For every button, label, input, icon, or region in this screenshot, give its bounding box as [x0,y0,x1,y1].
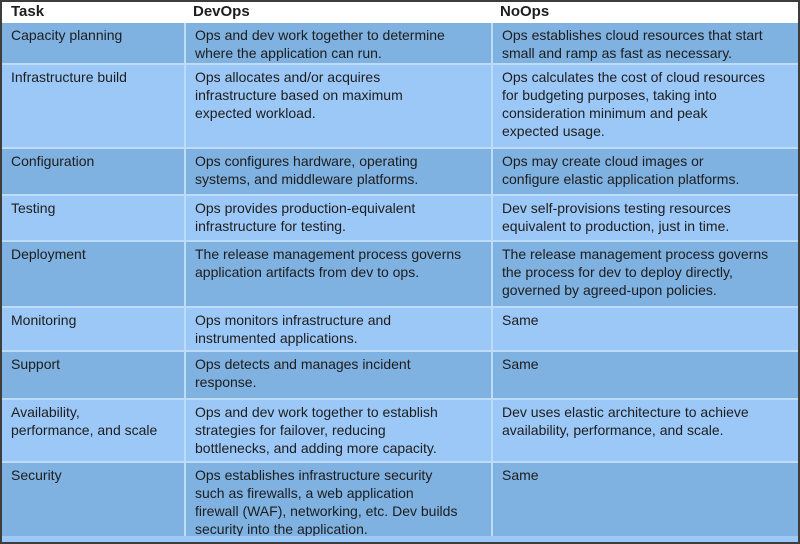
task-cell: Monitoring [11,312,77,328]
noops-cell: Dev uses elastic architecture to achieve… [491,400,798,461]
table-row: Security Ops establishes infrastructure … [2,461,798,536]
table-row: Availability, performance, and scale Ops… [2,398,798,461]
task-cell: Security [11,467,62,483]
devops-cell: Ops and dev work together to establish s… [184,400,491,461]
noops-cell: Dev self-provisions testing resources eq… [491,196,798,240]
devops-cell: Ops configures hardware, operating syste… [184,149,491,194]
table-row: Infrastructure build Ops allocates and/o… [2,63,798,147]
table-row: Monitoring Ops monitors infrastructure a… [2,306,798,350]
table-row: Deployment The release management proces… [2,240,798,306]
devops-cell: Ops monitors infrastructure and instrume… [184,308,491,350]
task-cell: Support [11,356,61,372]
noops-cell: The release management process governs t… [491,242,798,306]
column-header-task: Task [11,3,45,20]
task-cell: Configuration [11,153,95,169]
column-header-noops: NoOps [500,3,550,20]
task-cell: Infrastructure build [11,69,127,85]
table-header-row: Task DevOps NoOps [2,2,798,23]
table-body: Capacity planning Ops and dev work toget… [2,23,798,536]
noops-cell: Ops establishes cloud resources that sta… [491,23,798,63]
noops-cell: Ops may create cloud images or configure… [491,149,798,194]
devops-cell: The release management process governs a… [184,242,491,306]
devops-cell: Ops allocates and/or acquires infrastruc… [184,65,491,147]
devops-cell: Ops and dev work together to determine w… [184,23,491,63]
task-cell: Testing [11,200,56,216]
noops-cell: Same [491,463,798,536]
bottom-filler-row [2,536,798,542]
table-row: Support Ops detects and manages incident… [2,350,798,398]
table-row: Capacity planning Ops and dev work toget… [2,23,798,63]
table-row: Configuration Ops configures hardware, o… [2,147,798,194]
task-cell: Deployment [11,246,86,262]
noops-cell: Same [491,308,798,350]
noops-cell: Ops calculates the cost of cloud resourc… [491,65,798,147]
devops-cell: Ops provides production-equivalent infra… [184,196,491,240]
noops-cell: Same [491,352,798,398]
devops-cell: Ops detects and manages incident respons… [184,352,491,398]
table-row: Testing Ops provides production-equivale… [2,194,798,240]
devops-cell: Ops establishes infrastructure security … [184,463,491,536]
task-cell: Capacity planning [11,27,123,43]
column-header-devops: DevOps [193,3,250,20]
task-cell: Availability, performance, and scale [11,404,158,438]
